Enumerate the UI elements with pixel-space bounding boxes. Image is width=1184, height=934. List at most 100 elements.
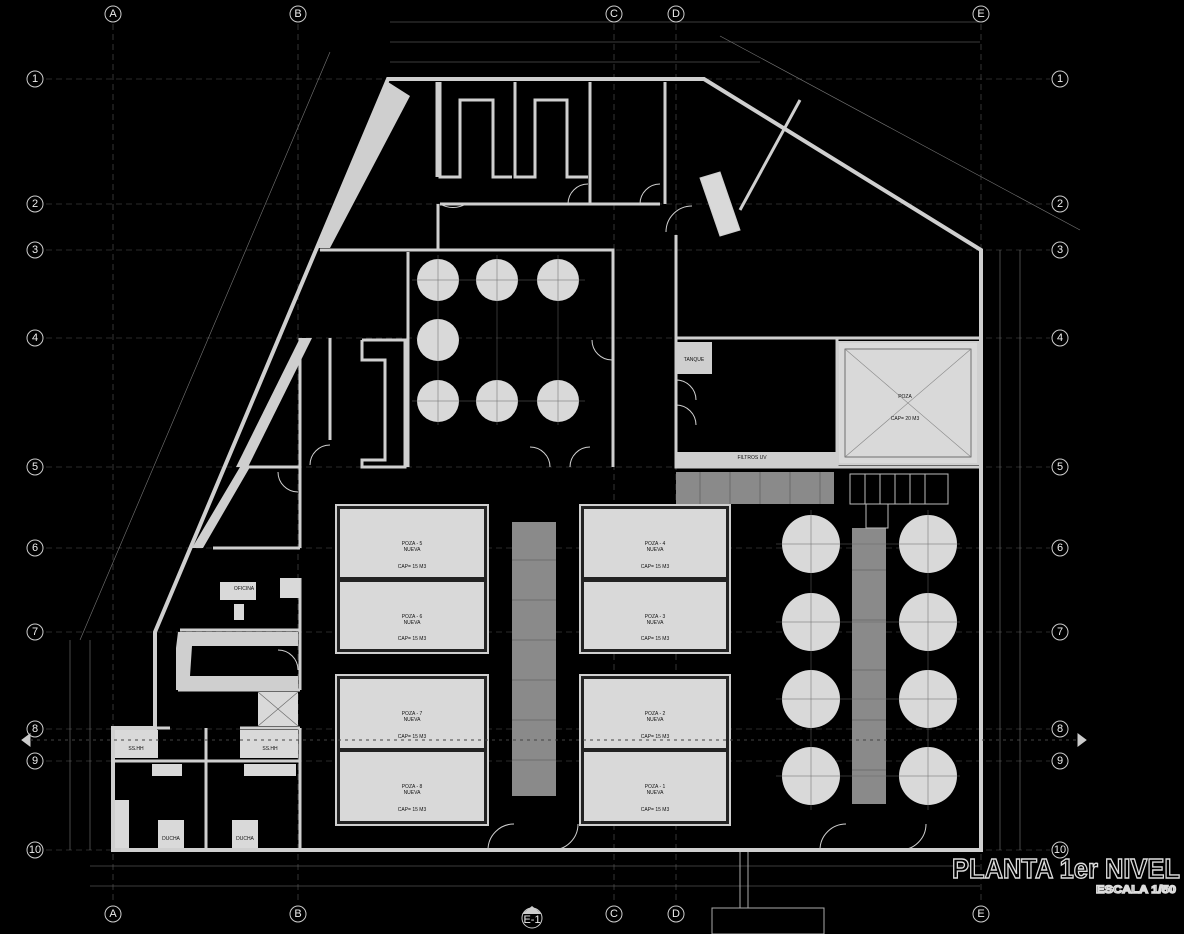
row-bubble-1-left: 1 (26, 70, 44, 88)
row-bubble-6-left: 6 (26, 539, 44, 557)
exterior-walls (111, 77, 983, 852)
poza-3-cap: CAP= 15 M3 (641, 636, 670, 642)
poza-5-cap: CAP= 15 M3 (398, 564, 427, 570)
svg-text:5: 5 (32, 461, 38, 473)
poza-4-cap: CAP= 15 M3 (641, 564, 670, 570)
poza-2-sub: NUEVA (647, 717, 665, 723)
svg-text:6: 6 (1057, 542, 1063, 554)
poza-2: POZA - 2 NUEVA CAP= 15 M3 (584, 679, 726, 748)
svg-text:4: 4 (1057, 332, 1063, 344)
ss-hh-left-label: SS.HH (128, 746, 144, 752)
dimension-lines (69, 21, 1081, 887)
svg-text:6: 6 (32, 542, 38, 554)
svg-text:8: 8 (32, 723, 38, 735)
svg-text:3: 3 (1057, 244, 1063, 256)
grating (512, 472, 886, 804)
row-bubble-2-right: 2 (1051, 195, 1069, 213)
column-bubble-a-bottom: A (104, 905, 122, 923)
restrooms: SS.HH SS.HH DUCHA DUCHA OFICINA (115, 578, 300, 848)
poza-5-name: POZA - 5 (402, 541, 423, 547)
poza-5-sub: NUEVA (404, 547, 422, 553)
svg-text:7: 7 (32, 626, 38, 638)
row-bubble-4-right: 4 (1051, 329, 1069, 347)
svg-text:C: C (610, 8, 618, 20)
row-bubble-10-right: 10 (1051, 841, 1069, 859)
section-markers (21, 733, 1087, 747)
column-bubble-d-bottom: D (667, 905, 685, 923)
row-bubble-4-left: 4 (26, 329, 44, 347)
tanque-label: TANQUE (684, 357, 705, 363)
row-bubble-7-right: 7 (1051, 623, 1069, 641)
poza-5: POZA - 5 NUEVA CAP= 15 M3 (340, 509, 484, 577)
ducha-right-label: DUCHA (236, 836, 254, 842)
wall-fills (176, 82, 836, 690)
drawing-title: PLANTA 1er NIVEL ESCALA 1/50 (951, 852, 1180, 896)
poza-7-cap: CAP= 15 M3 (398, 734, 427, 740)
poza-6-sub: NUEVA (404, 620, 422, 626)
column-bubble-d-top: D (667, 5, 685, 23)
poza-7: POZA - 7 NUEVA CAP= 15 M3 (340, 679, 484, 748)
poza-7-sub: NUEVA (404, 717, 422, 723)
svg-text:B: B (294, 908, 301, 920)
svg-text:1: 1 (1057, 73, 1063, 85)
svg-text:4: 4 (32, 332, 38, 344)
poza-8-name: POZA - 8 (402, 784, 423, 790)
elevation-marker-label: E-1 (523, 914, 540, 926)
filtros-label: FILTROS UV (737, 455, 767, 461)
poza-large-capacity: CAP= 20 M3 (891, 416, 920, 422)
row-bubble-9-left: 9 (26, 752, 44, 770)
entry-stairs (711, 852, 825, 934)
poza-large: POZA CAP= 20 M3 (837, 341, 979, 465)
poza-1: POZA - 1 NUEVA CAP= 15 M3 (584, 752, 726, 821)
poza-3-sub: NUEVA (647, 620, 665, 626)
poza-4: POZA - 4 NUEVA CAP= 15 M3 (584, 509, 726, 577)
svg-text:D: D (672, 908, 680, 920)
svg-text:A: A (109, 8, 117, 20)
poza-2-cap: CAP= 15 M3 (641, 734, 670, 740)
svg-text:7: 7 (1057, 626, 1063, 638)
svg-text:B: B (294, 8, 301, 20)
column-bubble-c-top: C (605, 5, 623, 23)
svg-text:C: C (610, 908, 618, 920)
poza-8-sub: NUEVA (404, 790, 422, 796)
poza-large-label: POZA (898, 394, 912, 400)
poza-2-name: POZA - 2 (645, 711, 666, 717)
row-bubble-3-left: 3 (26, 241, 44, 259)
tank-centerlines (412, 255, 960, 810)
column-bubble-b-bottom: B (289, 905, 307, 923)
grid-bubbles: A B C D E A B C D E 1 2 3 4 5 6 7 8 9 10… (26, 5, 1069, 923)
poza-6-cap: CAP= 15 M3 (398, 636, 427, 642)
grating-lines (512, 472, 886, 771)
poza-1-cap: CAP= 15 M3 (641, 807, 670, 813)
svg-text:8: 8 (1057, 723, 1063, 735)
row-bubble-6-right: 6 (1051, 539, 1069, 557)
oficina-label: OFICINA (234, 586, 255, 592)
row-bubble-5-left: 5 (26, 458, 44, 476)
svg-text:2: 2 (32, 198, 38, 210)
svg-text:E: E (977, 8, 984, 20)
svg-text:3: 3 (32, 244, 38, 256)
poza-7-name: POZA - 7 (402, 711, 423, 717)
elevation-marker: E-1 (521, 906, 543, 929)
title-main: PLANTA 1er NIVEL (952, 853, 1180, 884)
row-bubble-10-left: 10 (26, 841, 44, 859)
stairs (849, 473, 949, 529)
svg-text:D: D (672, 8, 680, 20)
row-bubble-3-right: 3 (1051, 241, 1069, 259)
row-bubble-9-right: 9 (1051, 752, 1069, 770)
column-bubble-e-top: E (972, 5, 990, 23)
title-scale: ESCALA 1/50 (1096, 884, 1176, 896)
svg-text:E: E (977, 908, 984, 920)
svg-text:2: 2 (1057, 198, 1063, 210)
doors (277, 171, 927, 851)
poza-1-name: POZA - 1 (645, 784, 666, 790)
column-bubble-b-top: B (289, 5, 307, 23)
svg-text:1: 1 (32, 73, 38, 85)
poza-6-name: POZA - 6 (402, 614, 423, 620)
tanks-interior (417, 259, 579, 422)
poza-8-cap: CAP= 15 M3 (398, 807, 427, 813)
ducha-left-label: DUCHA (162, 836, 180, 842)
row-bubble-7-left: 7 (26, 623, 44, 641)
poza-3: POZA - 3 NUEVA CAP= 15 M3 (584, 582, 726, 649)
